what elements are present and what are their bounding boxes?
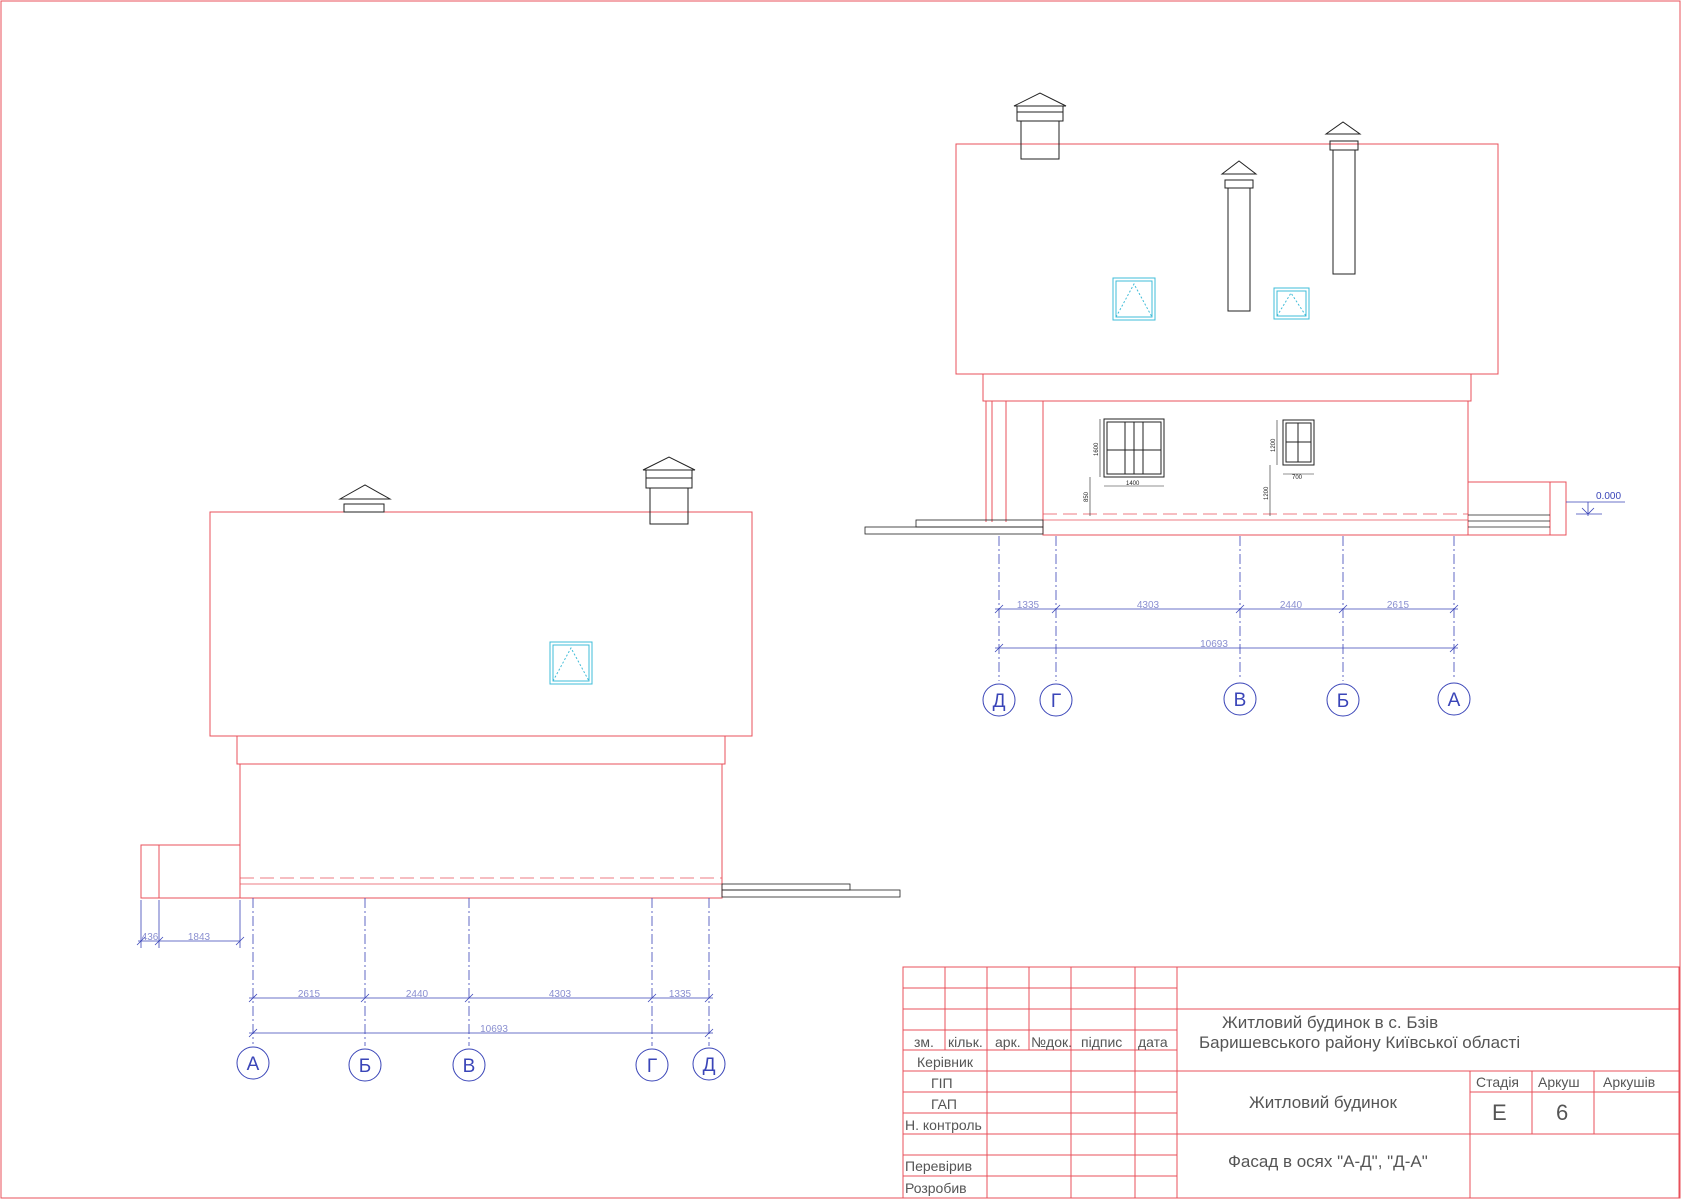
right-roof-window-1: [1112, 277, 1156, 321]
left-axis-circles: [236, 1046, 726, 1082]
title-block: [902, 966, 1680, 1199]
left-dim-text: 1843: [188, 932, 211, 943]
tb-sheet-label: Аркуш: [1538, 1074, 1580, 1090]
tb-header-ndok: №док.: [1031, 1034, 1072, 1050]
left-dim-text: 2615: [298, 989, 321, 1000]
tb-role-rozrobyv: Розробив: [905, 1180, 967, 1196]
left-dims-row: [248, 993, 714, 1038]
right-axis-lines: [998, 536, 1455, 681]
tb-header-kilk: кільк.: [948, 1034, 983, 1050]
right-chimney: [1013, 92, 1067, 160]
right-window-large: [1103, 418, 1165, 478]
right-level-text: 0.000: [1596, 491, 1621, 502]
left-dim-text: 4303: [549, 989, 572, 1000]
tb-stage-value: Е: [1492, 1100, 1507, 1125]
tb-project-line2: Баришевського району Київської області: [1199, 1033, 1521, 1052]
tb-role-pereviryv: Перевірив: [905, 1158, 973, 1174]
left-dim-text: 1335: [669, 989, 692, 1000]
tb-role-gap: ГАП: [931, 1096, 957, 1112]
right-dim-text: 4303: [1137, 600, 1160, 611]
tb-header-zm: зм.: [914, 1034, 934, 1050]
right-window-dim-text: 1200: [1271, 438, 1277, 452]
right-axis-circles: [982, 682, 1471, 717]
right-window-dim-text: 850: [1084, 491, 1090, 502]
left-roof-window: [549, 641, 593, 685]
right-porch: [1467, 481, 1567, 536]
left-axis-label: В: [463, 1056, 476, 1077]
right-window-dim-text: 1400: [1126, 481, 1140, 487]
left-eaves: [236, 735, 726, 765]
left-axis-lines: [252, 898, 710, 1046]
left-steps: [721, 883, 901, 898]
tb-header-pidpys: підпис: [1081, 1034, 1123, 1050]
tb-object-name: Житловий будинок: [1249, 1093, 1397, 1112]
left-dim-text: 2440: [406, 989, 429, 1000]
left-porch: [140, 844, 241, 899]
right-porch-columns: [985, 401, 1044, 522]
tb-header-ark: арк.: [995, 1034, 1021, 1050]
tb-sheets-label: Аркушів: [1603, 1074, 1656, 1090]
right-vent-pipe-1: [1220, 160, 1258, 312]
right-window-small: [1282, 419, 1315, 466]
right-dim-text: 2615: [1387, 600, 1410, 611]
tb-role-kerivnyk: Керівник: [917, 1054, 973, 1070]
right-eaves: [982, 373, 1472, 402]
tb-sheet-value: 6: [1556, 1100, 1569, 1125]
left-wall: [239, 763, 723, 899]
right-dim-text: 1335: [1017, 600, 1040, 611]
right-window-dims: [1089, 419, 1314, 516]
right-window-dim-text: 1200: [1264, 486, 1270, 500]
right-axis-label: Б: [1337, 691, 1349, 712]
right-dims-row: [994, 604, 1459, 653]
tb-header-data: дата: [1138, 1034, 1168, 1050]
left-vent-small: [338, 484, 392, 513]
right-roof: [955, 143, 1499, 375]
right-level-mark: [1566, 501, 1625, 516]
left-dims-porch: [136, 900, 245, 948]
left-elevation: А Б В Г Д 436 1843 2615 2440 4303 1335 1…: [136, 456, 901, 1082]
tb-role-gip: ГІП: [931, 1075, 953, 1091]
left-dim-text: 436: [142, 932, 159, 943]
right-axis-label: В: [1234, 690, 1247, 711]
left-axis-label: А: [247, 1054, 260, 1075]
right-vent-pipe-2: [1324, 121, 1362, 275]
left-axis-label: Д: [703, 1055, 716, 1076]
right-elevation: 1600 1400 850 1200 700 1200 0.000: [864, 92, 1625, 717]
right-axis-label: А: [1448, 690, 1461, 711]
left-axis-label: Г: [647, 1056, 657, 1077]
right-dim-text: 10693: [1200, 639, 1228, 650]
right-window-dim-text: 700: [1292, 475, 1303, 481]
left-roof: [209, 511, 753, 737]
right-dim-text: 2440: [1280, 600, 1303, 611]
right-axis-label: Г: [1051, 691, 1061, 712]
right-window-dim-text: 1600: [1094, 442, 1100, 456]
left-axis-label: Б: [359, 1056, 371, 1077]
tb-project-line1: Житловий будинок в с. Бзів: [1222, 1013, 1439, 1032]
right-axis-label: Д: [993, 691, 1006, 712]
right-steps: [864, 519, 1044, 535]
tb-stage-label: Стадія: [1476, 1074, 1520, 1090]
left-chimney: [642, 456, 696, 525]
tb-role-n-kontrol: Н. контроль: [905, 1117, 982, 1133]
left-dim-text: 10693: [480, 1024, 508, 1035]
right-roof-window-2: [1273, 287, 1310, 320]
tb-sheet-title: Фасад в осях "А-Д", "Д-А": [1228, 1152, 1428, 1171]
